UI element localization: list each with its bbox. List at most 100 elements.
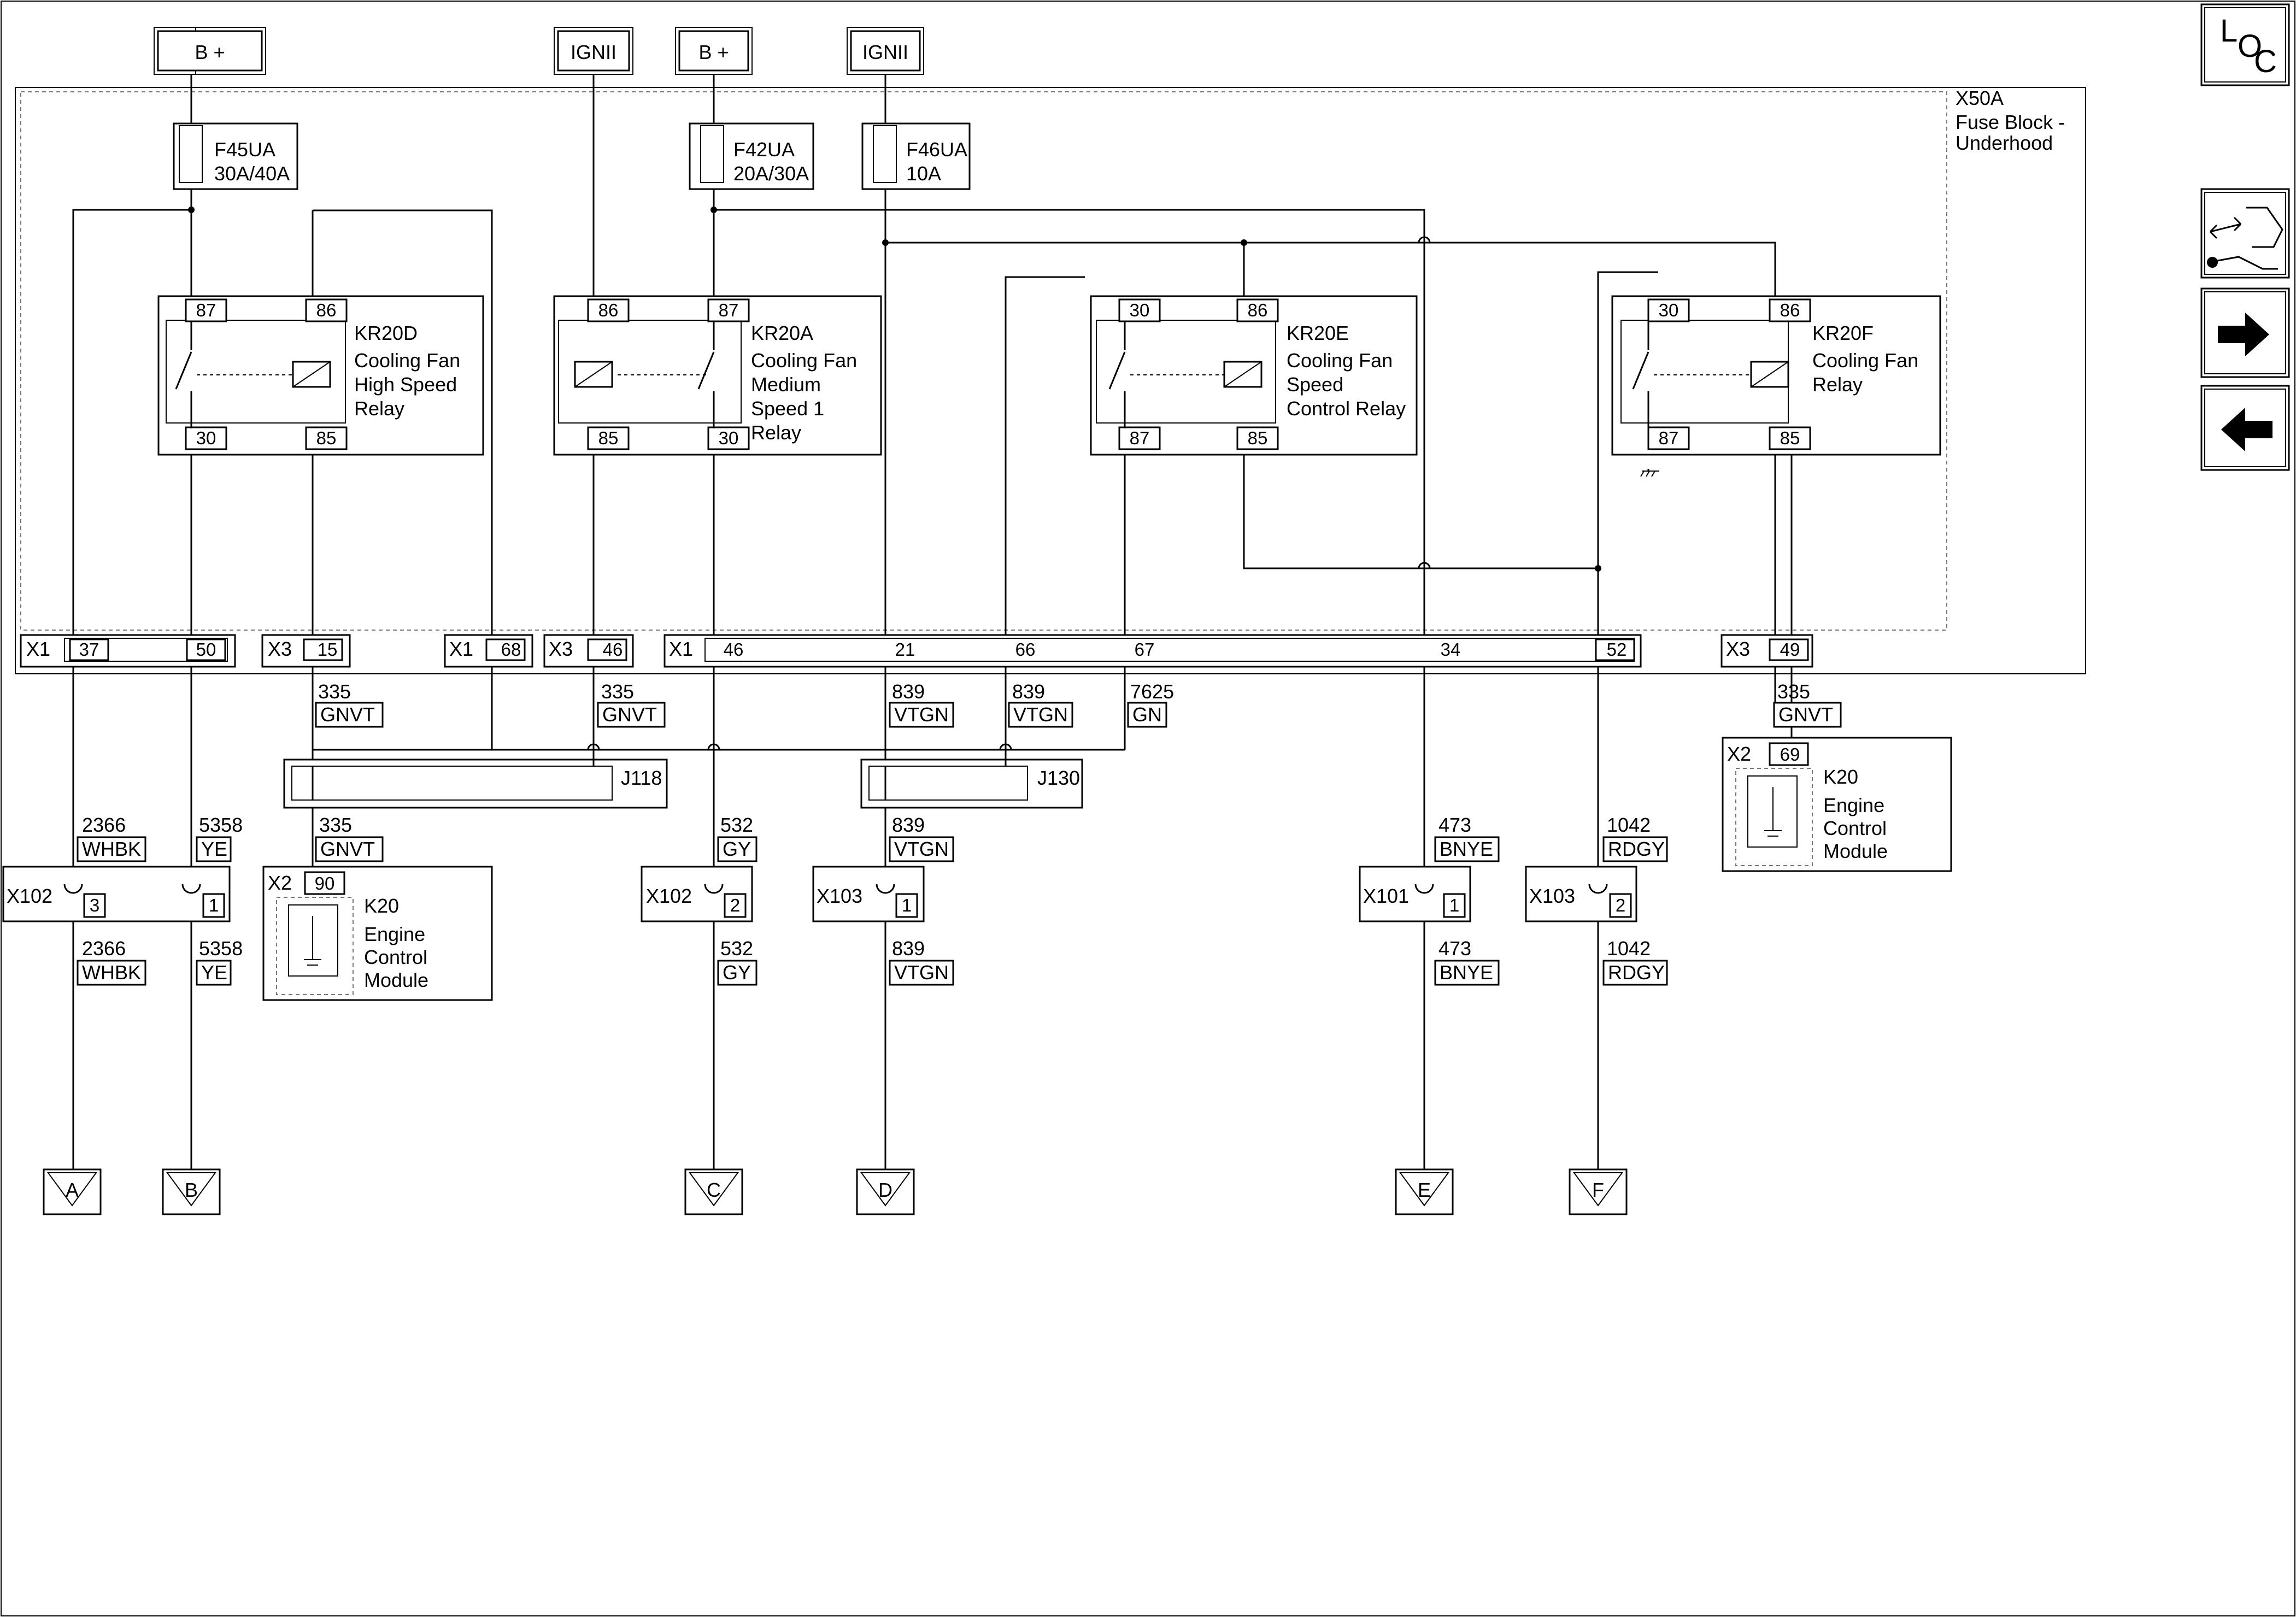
- svg-text:X103: X103: [817, 885, 862, 907]
- ecm-left: X2 90 K20 Engine Control Module: [262, 866, 493, 1001]
- svg-text:BNYE: BNYE: [1440, 838, 1493, 860]
- svg-text:D: D: [878, 1179, 892, 1201]
- svg-text:YE: YE: [201, 838, 227, 860]
- svg-text:Module: Module: [364, 969, 428, 991]
- svg-text:86: 86: [1780, 300, 1800, 320]
- inline-connector-x102-left: X102 3 1: [2, 866, 231, 922]
- offpage-a: A: [43, 1168, 102, 1215]
- svg-text:30: 30: [719, 428, 739, 448]
- power-label-bplus-right: B +: [675, 27, 753, 75]
- svg-text:532: 532: [720, 814, 753, 836]
- wire-labels-middle: 2366 WHBK 5358 YE 335 GNVT 532 GY 839 VT…: [77, 814, 1668, 862]
- svg-text:X101: X101: [1363, 885, 1409, 907]
- svg-text:GY: GY: [723, 961, 751, 984]
- bplus-left-text: B +: [195, 41, 225, 63]
- offpage-c: C: [684, 1168, 743, 1215]
- svg-text:3: 3: [90, 895, 99, 915]
- svg-text:67: 67: [1135, 639, 1155, 660]
- svg-text:532: 532: [720, 937, 753, 960]
- arrow-right-icon: [2218, 313, 2269, 356]
- svg-text:C: C: [707, 1179, 721, 1201]
- svg-text:30: 30: [1659, 300, 1679, 320]
- svg-text:Cooling Fan: Cooling Fan: [354, 349, 460, 372]
- svg-text:473: 473: [1438, 937, 1471, 960]
- svg-text:1: 1: [209, 895, 219, 915]
- inline-connector-x103-left: X103 1: [812, 866, 925, 922]
- next-page-button[interactable]: [2200, 287, 2290, 378]
- svg-text:Cooling Fan: Cooling Fan: [1812, 349, 1918, 372]
- svg-text:RDGY: RDGY: [1608, 838, 1665, 860]
- fuse-f42ua: F42UA 20A/30A: [689, 122, 814, 190]
- svg-text:2: 2: [730, 895, 740, 915]
- svg-text:KR20E: KR20E: [1287, 322, 1349, 344]
- svg-text:VTGN: VTGN: [894, 703, 949, 726]
- svg-text:GNVT: GNVT: [1778, 703, 1833, 726]
- svg-text:86: 86: [1248, 300, 1268, 320]
- svg-text:87: 87: [1659, 428, 1679, 448]
- loc-button[interactable]: L O C: [2200, 3, 2290, 86]
- svg-text:X3: X3: [268, 638, 292, 660]
- svg-text:K20: K20: [364, 895, 399, 917]
- wire-labels-upper: 335 GNVT 335 GNVT 839 VTGN 839 VTGN 7625…: [315, 680, 1842, 728]
- svg-text:30A/40A: 30A/40A: [214, 162, 290, 185]
- fuse-f46ua: F46UA 10A: [861, 122, 971, 190]
- svg-text:K20: K20: [1823, 766, 1858, 788]
- svg-text:GN: GN: [1132, 703, 1162, 726]
- svg-text:X2: X2: [268, 872, 292, 894]
- svg-text:GNVT: GNVT: [320, 838, 375, 860]
- svg-text:87: 87: [719, 300, 739, 320]
- svg-text:KR20D: KR20D: [354, 322, 418, 344]
- svg-text:1042: 1042: [1607, 937, 1651, 960]
- svg-text:87: 87: [1130, 428, 1150, 448]
- svg-text:10A: 10A: [906, 162, 941, 185]
- svg-text:X1: X1: [449, 638, 473, 660]
- inline-connector-x103-right: X103 2: [1525, 866, 1637, 922]
- svg-text:Cooling Fan: Cooling Fan: [751, 349, 857, 372]
- svg-text:High Speed: High Speed: [354, 373, 457, 396]
- svg-text:GNVT: GNVT: [320, 703, 375, 726]
- svg-text:KR20A: KR20A: [751, 322, 813, 344]
- component-locator-button[interactable]: [2200, 188, 2290, 279]
- connector-wrench-icon: [2207, 207, 2283, 270]
- svg-text:VTGN: VTGN: [894, 961, 949, 984]
- wires: [72, 74, 1793, 1174]
- svg-text:85: 85: [598, 428, 619, 448]
- svg-text:X103: X103: [1529, 885, 1575, 907]
- svg-text:X2: X2: [1727, 743, 1751, 765]
- fuse-block-id: X50A: [1956, 87, 2004, 109]
- offpage-b: B: [162, 1168, 221, 1215]
- svg-text:1: 1: [1449, 895, 1459, 915]
- svg-text:69: 69: [1780, 744, 1800, 765]
- svg-text:473: 473: [1438, 814, 1471, 836]
- relay-kr20a: 86 87 85 30 KR20A Cooling Fan Medium Spe…: [553, 295, 882, 456]
- svg-text:A: A: [66, 1179, 79, 1201]
- ignii-right-text: IGNII: [862, 41, 908, 63]
- svg-text:Relay: Relay: [751, 421, 801, 444]
- inline-connector-x102-right: X102 2: [641, 866, 753, 922]
- svg-text:37: 37: [79, 639, 99, 660]
- svg-text:VTGN: VTGN: [1013, 703, 1068, 726]
- svg-text:Speed 1: Speed 1: [751, 397, 824, 420]
- previous-page-button[interactable]: [2200, 385, 2290, 471]
- svg-text:335: 335: [318, 680, 351, 703]
- svg-text:30: 30: [196, 428, 216, 448]
- power-label-ignii-left: IGNII: [554, 27, 633, 75]
- svg-text:68: 68: [501, 639, 521, 660]
- svg-text:Engine: Engine: [1823, 794, 1884, 816]
- power-label-bplus-left: B +: [154, 27, 266, 75]
- svg-text:Relay: Relay: [1812, 373, 1863, 396]
- svg-text:50: 50: [196, 639, 216, 660]
- power-label-ignii-right: IGNII: [847, 27, 924, 75]
- svg-text:86: 86: [598, 300, 619, 320]
- svg-text:B: B: [185, 1179, 198, 1201]
- svg-text:Speed: Speed: [1287, 373, 1343, 396]
- fuse-block-name-2: Underhood: [1956, 132, 2053, 154]
- svg-text:Control: Control: [1823, 817, 1887, 839]
- svg-text:52: 52: [1607, 639, 1627, 660]
- svg-text:30: 30: [1130, 300, 1150, 320]
- svg-text:Cooling Fan: Cooling Fan: [1287, 349, 1393, 372]
- svg-text:X3: X3: [549, 638, 573, 660]
- fuse-block-outline: [15, 87, 2086, 674]
- svg-text:F45UA: F45UA: [214, 138, 275, 161]
